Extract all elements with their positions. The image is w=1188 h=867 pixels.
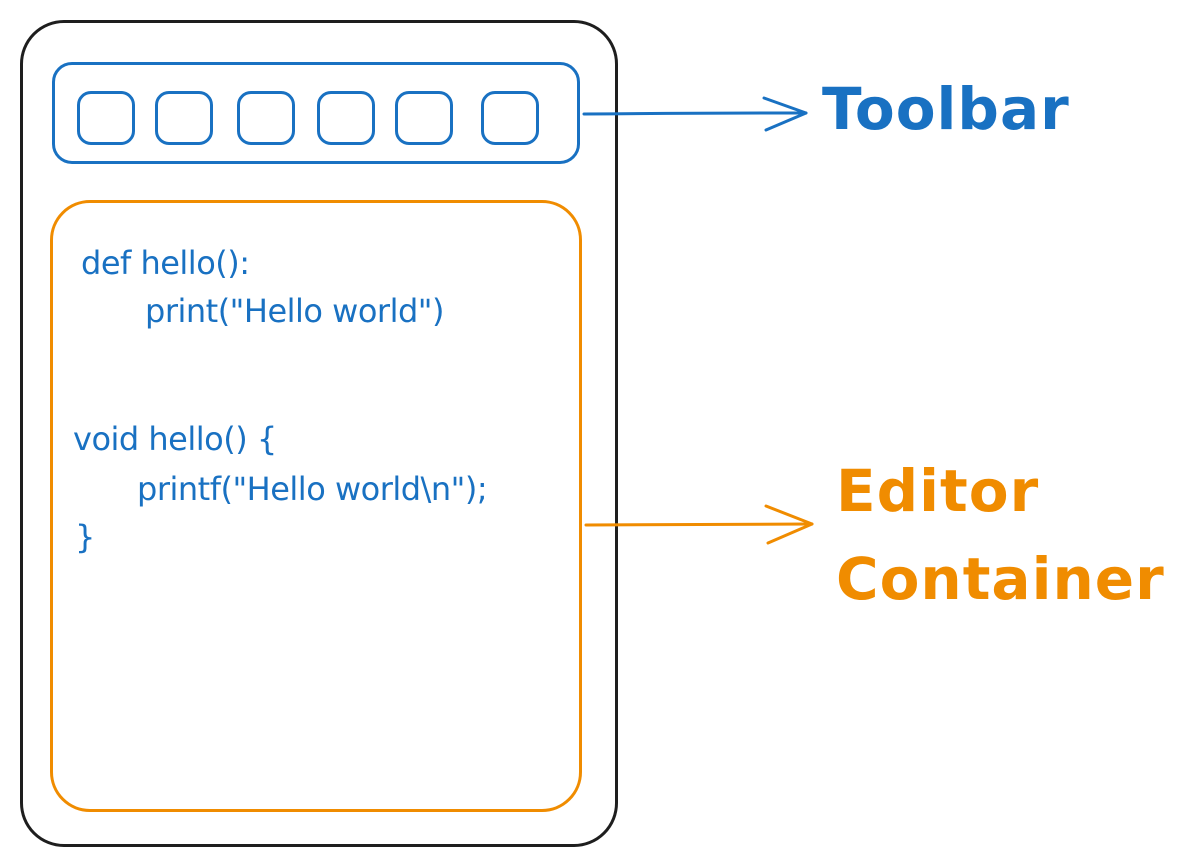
code-line: printf("Hello world\n"); (137, 470, 488, 508)
toolbar (52, 62, 580, 164)
device-frame (20, 20, 618, 847)
code-line: } (75, 518, 95, 556)
toolbar-button-1[interactable] (77, 91, 135, 145)
code-line: def hello(): (81, 244, 250, 282)
toolbar-arrow (582, 96, 808, 132)
toolbar-label: Toolbar (822, 75, 1070, 143)
toolbar-button-5[interactable] (395, 91, 453, 145)
editor-arrow (584, 504, 814, 545)
editor-label-line1: Editor (836, 457, 1040, 525)
toolbar-button-6[interactable] (481, 91, 539, 145)
editor-label-line2: Container (836, 545, 1165, 613)
toolbar-button-4[interactable] (317, 91, 375, 145)
editor-container[interactable]: def hello(): print("Hello world") void h… (50, 200, 582, 812)
code-line: print("Hello world") (145, 292, 444, 330)
toolbar-button-2[interactable] (155, 91, 213, 145)
code-line: void hello() { (73, 420, 277, 458)
toolbar-button-3[interactable] (237, 91, 295, 145)
